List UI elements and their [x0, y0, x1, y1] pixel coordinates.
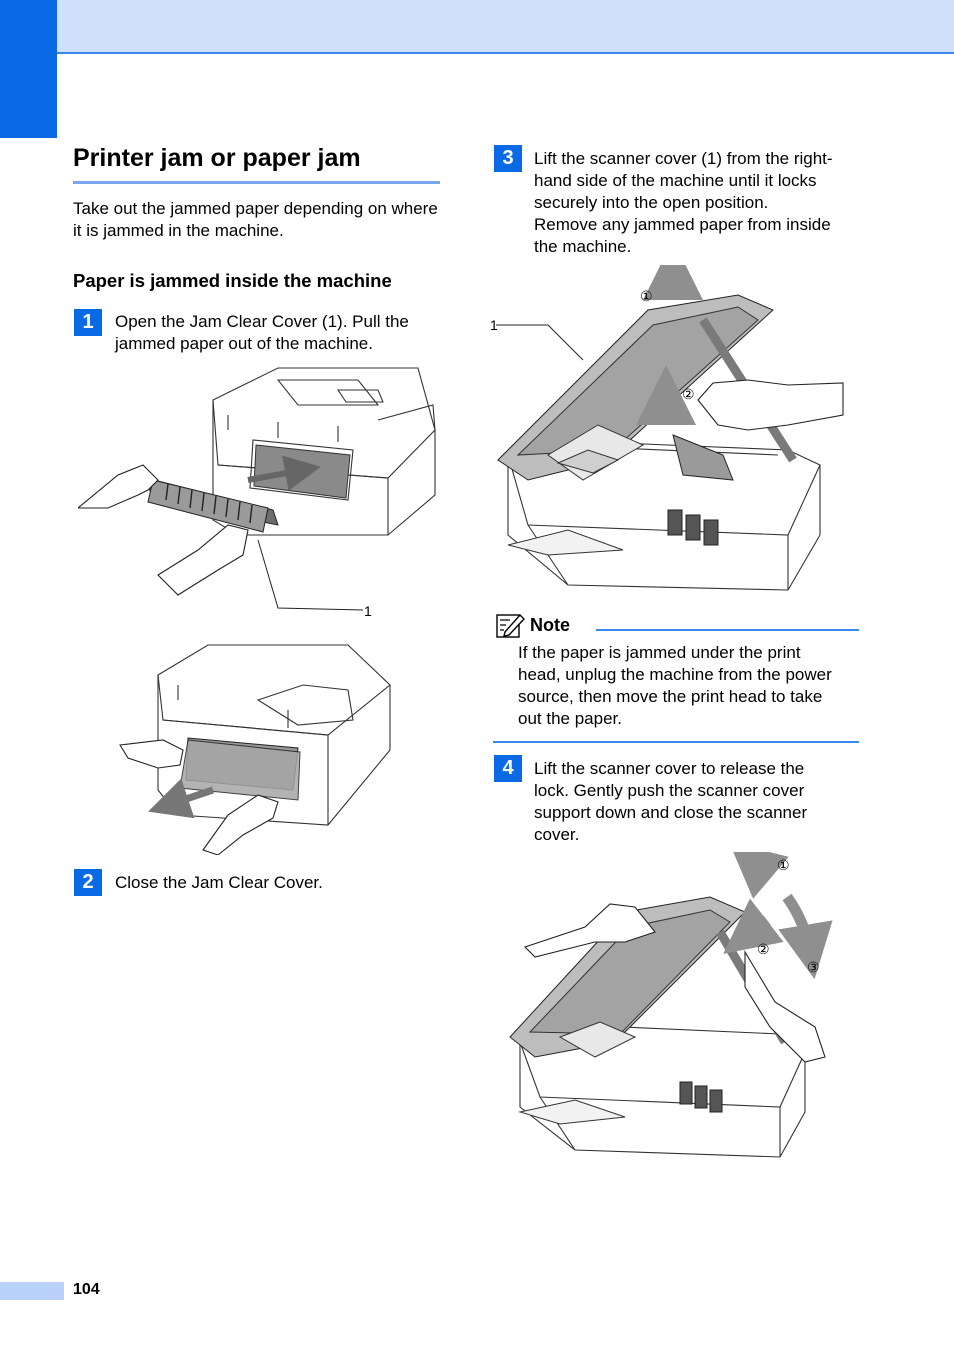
- step-2-line-1: Close the Jam Clear Cover.: [115, 873, 323, 892]
- step-3-line-2: hand side of the machine until it locks: [534, 171, 817, 190]
- note-line-3: source, then move the print head to take: [518, 687, 823, 706]
- step-1-line-2: jammed paper out of the machine.: [115, 334, 373, 353]
- note-text: If the paper is jammed under the print h…: [518, 642, 832, 730]
- figure-lift-scanner-cover: ① ② 1: [490, 265, 844, 591]
- step-4-text: Lift the scanner cover to release the lo…: [534, 758, 807, 846]
- fig3-marker-2: ②: [682, 386, 695, 402]
- step-3-badge: 3: [494, 145, 522, 172]
- note-header: Note: [496, 612, 570, 638]
- section-title: Printer jam or paper jam: [73, 144, 440, 184]
- figure-close-scanner-cover: ① ② ③: [509, 852, 833, 1158]
- note-divider-bottom: [493, 741, 859, 743]
- fig4-marker-3: ③: [807, 959, 820, 975]
- note-line-2: head, unplug the machine from the power: [518, 665, 832, 684]
- fig1-callout: 1: [364, 603, 372, 619]
- subsection-title: Paper is jammed inside the machine: [73, 270, 392, 291]
- step-4-line-2: lock. Gently push the scanner cover: [534, 781, 805, 800]
- step-3-line-5: the machine.: [534, 237, 632, 256]
- fig4-marker-2: ②: [757, 941, 770, 957]
- step-4-line-4: cover.: [534, 825, 580, 844]
- figure-open-jam-cover: 1: [78, 367, 436, 619]
- fig4-marker-1: ①: [777, 857, 790, 873]
- intro-paragraph: Take out the jammed paper depending on w…: [73, 198, 443, 242]
- header-band: [0, 0, 954, 54]
- step-4-line-3: support down and close the scanner: [534, 803, 808, 822]
- fig3-callout: 1: [490, 317, 498, 333]
- figure-pull-paper: [119, 644, 391, 855]
- note-title: Note: [530, 614, 570, 635]
- step-2-badge: 2: [74, 869, 102, 896]
- step-3-line-1: Lift the scanner cover (1) from the righ…: [534, 149, 833, 168]
- note-pencil-icon: [496, 613, 525, 638]
- chapter-tab: [0, 0, 57, 138]
- note-divider-top: [596, 629, 859, 631]
- fig3-marker-1: ①: [640, 288, 653, 304]
- step-4-line-1: Lift the scanner cover to release the: [534, 759, 805, 778]
- step-3-line-3: securely into the open position.: [534, 193, 769, 212]
- step-1-line-1: Open the Jam Clear Cover (1). Pull the: [115, 312, 409, 331]
- page-number: 104: [73, 1281, 100, 1298]
- step-3-text: Lift the scanner cover (1) from the righ…: [534, 148, 833, 258]
- page-number-bar: [0, 1282, 64, 1300]
- intro-text: Take out the jammed paper depending on w…: [73, 199, 438, 240]
- step-3-line-4: Remove any jammed paper from inside: [534, 215, 831, 234]
- step-2-text: Close the Jam Clear Cover.: [115, 872, 323, 894]
- note-line-1: If the paper is jammed under the print: [518, 643, 801, 662]
- step-1-badge: 1: [74, 309, 102, 336]
- step-4-badge: 4: [494, 755, 522, 782]
- note-line-4: out the paper.: [518, 709, 622, 728]
- step-1-text: Open the Jam Clear Cover (1). Pull the j…: [115, 311, 409, 355]
